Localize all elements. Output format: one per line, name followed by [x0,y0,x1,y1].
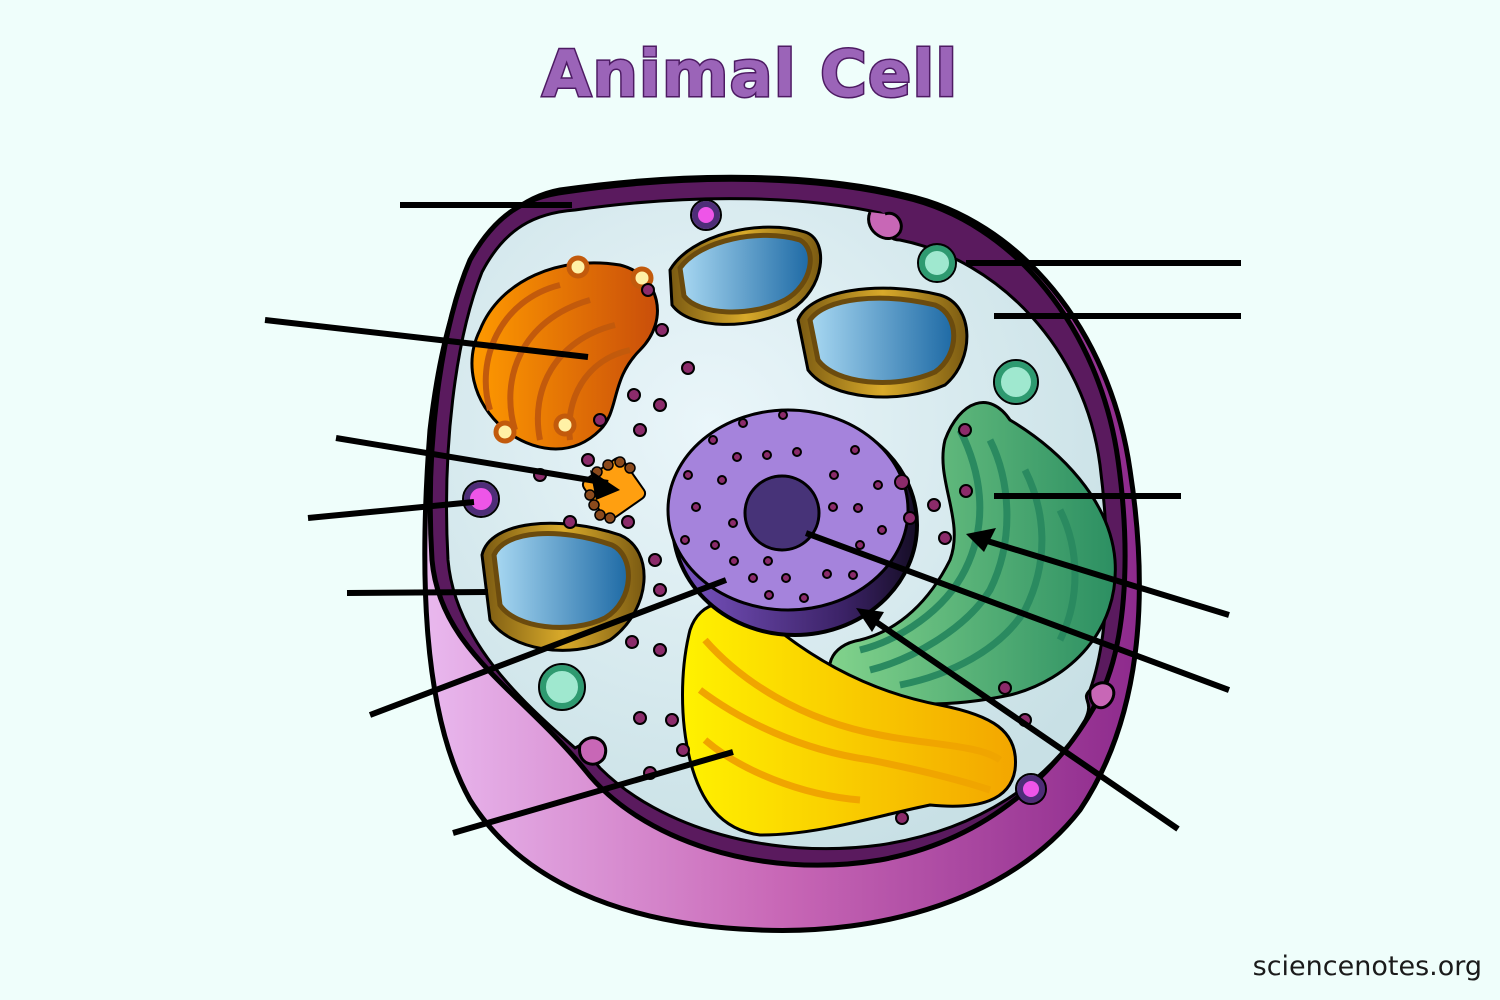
mitochondrion-right [796,286,969,399]
nucleus [666,408,919,637]
leader-lysosome-left [307,499,475,521]
mitochondrion-top [668,225,822,326]
golgi-body [681,601,1018,837]
ribosomes [533,283,1032,825]
arrowhead-nuclear-envelope [856,608,884,632]
page-title: Animal Cell [540,37,959,114]
leader-nucleus [368,577,728,718]
leader-nuclear-envelope [864,612,1180,832]
arrowhead-ribosome [966,528,996,552]
mitochondrion-left [480,521,646,652]
vacuoles [538,243,1039,711]
lysosomes [462,199,1047,805]
nucleolus [743,474,821,552]
leader-ribosome [983,537,1230,618]
leader-centrosome [335,435,609,486]
leader-nucleolus [804,530,1231,693]
arrowheads [590,470,996,632]
site-watermark: sciencenotes.org [1252,951,1482,982]
leader-golgi-apparatus-left [264,317,589,360]
leader-golgi-body [452,749,734,836]
label-leader-lines [264,202,1241,836]
leader-mitochondrion-left [346,589,489,596]
arrowhead-centrosome [590,470,620,500]
